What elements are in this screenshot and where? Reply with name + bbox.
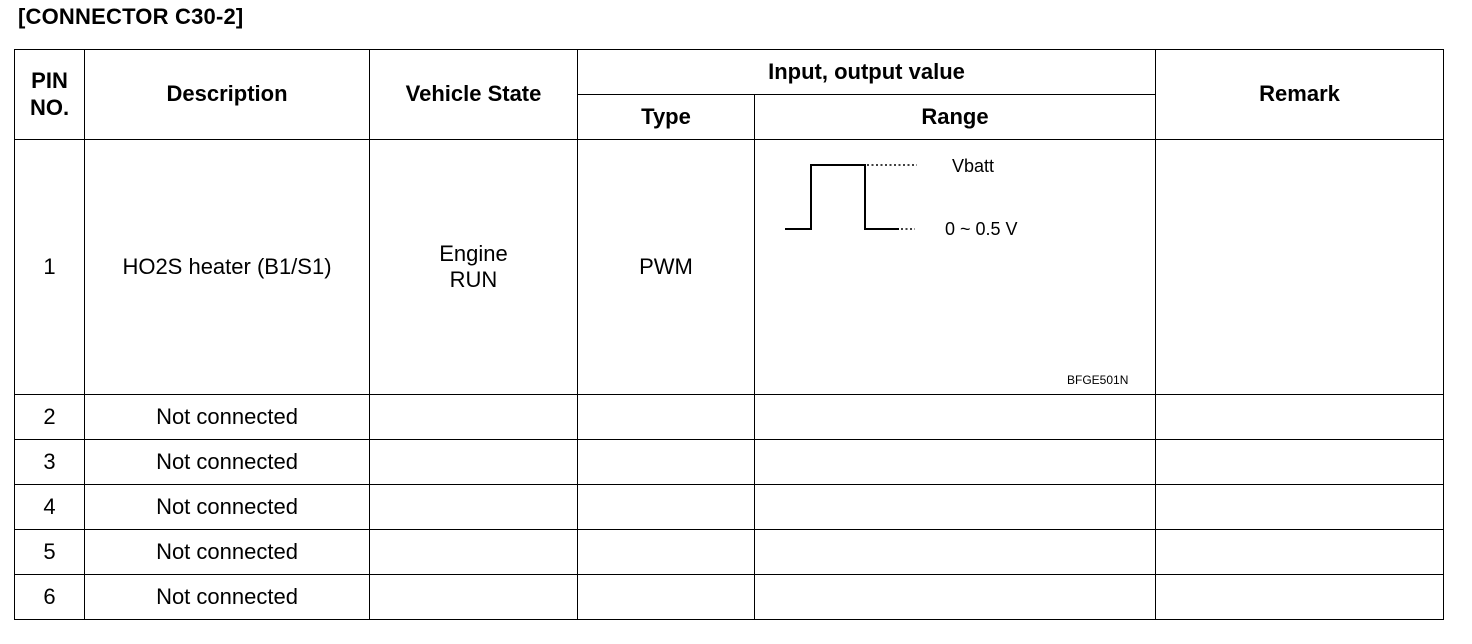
pin-number: 4 (14, 484, 85, 530)
remark (1155, 574, 1445, 620)
header-remark: Remark (1155, 49, 1445, 140)
remark (1155, 484, 1445, 530)
vehicle-state (369, 439, 578, 485)
connector-pin-table: PIN NO. Description Vehicle State Input,… (14, 49, 1445, 620)
low-level-label: 0 ~ 0.5 V (945, 219, 1018, 239)
high-level-label: Vbatt (952, 156, 994, 176)
figure-code: BFGE501N (1067, 373, 1128, 387)
remark (1155, 139, 1445, 395)
range (753, 529, 1157, 575)
range (753, 574, 1157, 620)
vehicle-state-line1: Engine (439, 240, 508, 266)
table-row: 5 Not connected (14, 529, 1445, 575)
vehicle-state-line2: RUN (449, 267, 498, 292)
vehicle-state (369, 529, 578, 575)
pin-description: HO2S heater (B1/S1) (84, 139, 370, 395)
table-row: 6 Not connected (14, 574, 1445, 620)
remark (1155, 439, 1445, 485)
pin-number: 3 (14, 439, 85, 485)
signal-type: PWM (577, 139, 755, 395)
signal-type (577, 529, 755, 575)
header-io-value: Input, output value (576, 49, 1157, 95)
connector-title: [CONNECTOR C30-2] (18, 4, 244, 29)
signal-type (577, 439, 755, 485)
header-vehicle-state: Vehicle State (369, 49, 578, 140)
pin-number: 2 (14, 394, 85, 440)
range (753, 484, 1157, 530)
range (753, 394, 1157, 440)
remark (1155, 394, 1445, 440)
pin-number: 5 (14, 529, 85, 575)
pwm-signal-line (785, 164, 899, 230)
pin-description: Not connected (84, 484, 370, 530)
header-description: Description (84, 49, 370, 140)
range-waveform-cell: Vbatt 0 ~ 0.5 V BFGE501N (753, 139, 1157, 395)
header-row: PIN NO. Description Vehicle State Input,… (14, 49, 1445, 140)
table-row: 4 Not connected (14, 484, 1445, 530)
pin-number: 1 (14, 139, 85, 395)
remark (1155, 529, 1445, 575)
header-type: Type (577, 94, 755, 140)
header-pin-no: PIN NO. (14, 49, 85, 140)
pin-description: Not connected (84, 394, 370, 440)
range (753, 439, 1157, 485)
pin-description: Not connected (84, 439, 370, 485)
header-range: Range (753, 94, 1157, 140)
vehicle-state (369, 394, 578, 440)
header-pin-no-line2: NO. (29, 94, 70, 120)
header-pin-no-line1: PIN (31, 68, 68, 94)
table-row: 2 Not connected (14, 394, 1445, 440)
vehicle-state (369, 574, 578, 620)
pin-description: Not connected (84, 529, 370, 575)
pwm-waveform-diagram: Vbatt 0 ~ 0.5 V BFGE501N (785, 156, 1128, 387)
table-row: 3 Not connected (14, 439, 1445, 485)
signal-type (577, 484, 755, 530)
pin-number: 6 (14, 574, 85, 620)
vehicle-state (369, 484, 578, 530)
table-row: 1 HO2S heater (B1/S1) Engine RUN PWM Vba… (14, 139, 1445, 395)
signal-type (577, 394, 755, 440)
subheader-row: Type Range (15, 94, 1444, 140)
pin-description: Not connected (84, 574, 370, 620)
vehicle-state: Engine RUN (369, 139, 578, 395)
signal-type (577, 574, 755, 620)
